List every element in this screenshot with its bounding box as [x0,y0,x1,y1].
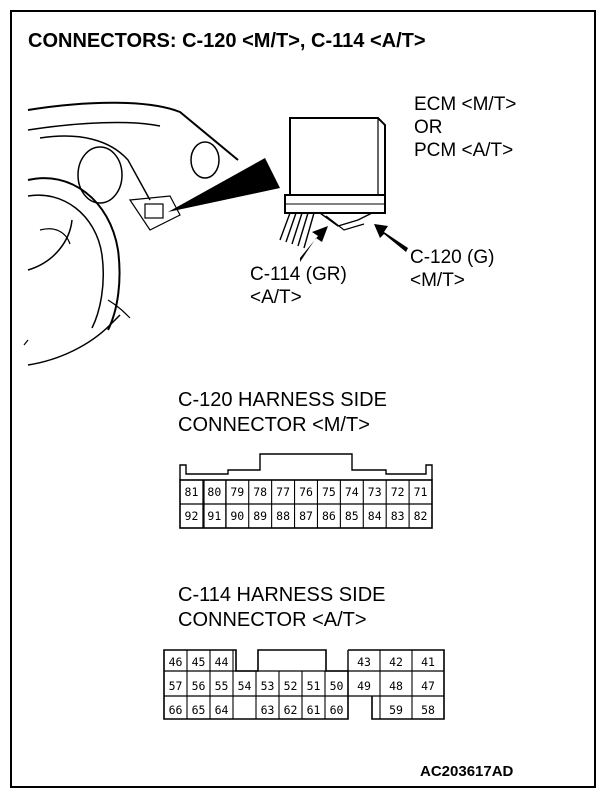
c114-pin: 47 [421,679,435,693]
c120-pin: 75 [322,485,336,499]
c120-pin: 81 [185,485,199,499]
c120-pin: 78 [253,485,267,499]
c114-pin: 57 [169,679,183,693]
c114-pin: 50 [330,679,344,693]
c114-callout-line1: C-114 (GR) [250,264,347,285]
c120-pin: 91 [207,509,221,523]
c120-pin: 74 [345,485,359,499]
c114-callout-line2: <A/T> [250,287,302,308]
c114-pin: 59 [389,703,403,717]
c120-pin: 84 [368,509,382,523]
c120-pin: 82 [414,509,428,523]
c120-pin: 87 [299,509,313,523]
c114-pin: 64 [215,703,229,717]
c120-heading-line1: C-120 HARNESS SIDE [178,389,387,411]
c114-pin: 62 [284,703,298,717]
c120-pin: 73 [368,485,382,499]
c114-pin: 58 [421,703,435,717]
ecm-label-line2: OR [414,117,443,138]
c114-pin: 41 [421,655,435,669]
c120-pin: 79 [230,485,244,499]
c120-pin: 88 [276,509,290,523]
c120-callout-line2: <M/T> [410,270,465,291]
c114-pin: 49 [357,679,371,693]
c114-connector-body [163,649,445,720]
ecm-label-line3: PCM <A/T> [414,140,514,161]
c120-pin: 72 [391,485,405,499]
c120-pin: 76 [299,485,313,499]
c114-pin: 44 [215,655,229,669]
c120-heading-line2: CONNECTOR <M/T> [178,414,370,436]
c114-pin: 60 [330,703,344,717]
c120-pin: 89 [253,509,267,523]
c114-pin: 66 [169,703,183,717]
figure-code: AC203617AD [420,763,514,780]
c120-housing [179,453,433,480]
c114-pin: 65 [192,703,206,717]
c114-pin: 53 [261,679,275,693]
c120-pin: 83 [391,509,405,523]
c120-pin: 92 [185,509,199,523]
c120-pin: 90 [230,509,244,523]
ecm-label-line1: ECM <M/T> [414,94,517,115]
diagram-title: CONNECTORS: C-120 <M/T>, C-114 <A/T> [28,30,426,52]
c114-pin: 51 [307,679,321,693]
c114-pin: 61 [307,703,321,717]
c114-heading-line2: CONNECTOR <A/T> [178,609,367,631]
c114-pin: 46 [169,655,183,669]
c120-pin: 86 [322,509,336,523]
c114-pin: 63 [261,703,275,717]
c114-heading-line1: C-114 HARNESS SIDE [178,584,386,606]
c120-pin: 77 [276,485,290,499]
c114-pin: 42 [389,655,403,669]
c114-pin: 43 [357,655,371,669]
c114-pin: 54 [238,679,252,693]
c120-pin: 71 [414,485,428,499]
c114-pin: 55 [215,679,229,693]
c120-pin: 85 [345,509,359,523]
c120-pin: 80 [207,485,221,499]
c114-pin: 56 [192,679,206,693]
c114-pin: 45 [192,655,206,669]
c114-pin: 52 [284,679,298,693]
c120-callout-line1: C-120 (G) [410,247,495,268]
c114-pin: 48 [389,679,403,693]
